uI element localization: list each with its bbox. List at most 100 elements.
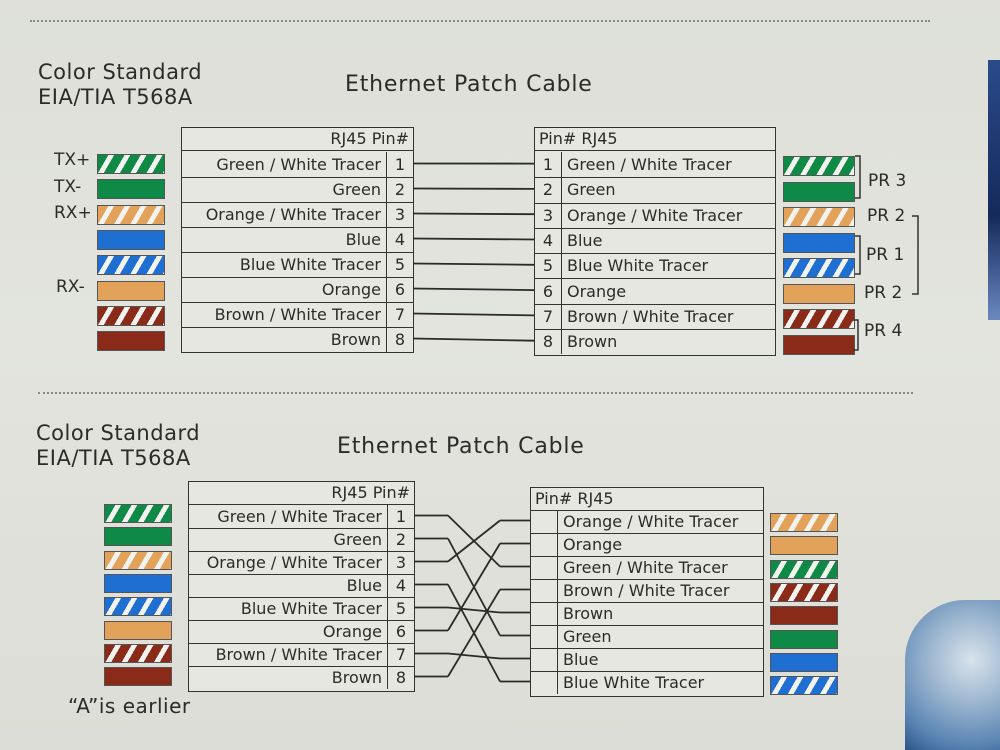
wire-color-name: Orange / White Tracer [206,553,382,572]
pin-number: 3 [386,202,413,227]
pin-number: 3 [387,551,414,574]
straight-wire [412,287,535,291]
wire-swatch-brown-stripe [770,582,838,602]
wire-swatch-blue-stripe [770,676,838,696]
wire-color-name: Blue White Tracer [239,255,381,274]
straight-wire [412,212,535,216]
table-row: Orange [531,533,763,557]
table-row: Brown / White Tracer [531,579,763,603]
straight-wire [412,262,535,266]
wire-swatch-green-stripe [104,504,172,523]
wire-color-name: Blue [345,230,381,249]
pin-number [531,556,558,579]
table-row: Orange / White Tracer [531,510,763,534]
wire-color-name: Orange / White Tracer [205,205,381,224]
wire-color-name: Brown [567,332,618,352]
wire-swatch-brown [97,331,165,352]
pin-number: 4 [535,227,562,254]
pr4-label: PR 4 [864,321,903,341]
pin-number: 8 [387,666,414,689]
right-edge-blue-decoration [988,60,1000,320]
table-row: Green 2 [189,528,414,552]
wire-color-name: Green [332,180,381,199]
wire-swatch-brown [783,334,855,355]
table-row: Orange / White Tracer 3 [189,551,414,575]
wire-swatch-blue [104,573,172,593]
wire-swatch-brown [104,667,172,687]
wire-swatch-brown-stripe [104,643,172,663]
pin-number: 5 [387,597,414,620]
table-row: Green [531,625,763,649]
pin-number: 8 [535,329,562,355]
wire-swatch-blue-stripe [783,258,855,278]
wire-swatch-orange-stripe [97,204,165,225]
wire-color-name: Blue White Tracer [240,599,382,618]
table-row: Blue [531,648,763,672]
s1-right-header: Pin# RJ45 [535,128,775,151]
s1-cable-title: Ethernet Patch Cable [345,72,593,97]
wire-color-name: Blue [563,650,599,669]
wire-swatch-green [104,527,172,547]
wire-swatch-brown [770,606,838,626]
straight-wire [412,312,535,317]
s1-standard-line1: Color Standard [38,60,203,84]
wire-color-name: Brown [331,668,382,687]
table-row: Blue White Tracer [531,671,763,694]
pin-number [531,579,558,602]
wire-color-name: Green [333,530,382,549]
rx-plus-label: RX+ [54,203,92,223]
wire-color-name: Orange / White Tracer [567,205,743,225]
wire-swatch-brown-stripe [783,309,855,329]
s2-right-header-text: Pin# RJ45 [535,489,614,508]
wire-color-name: Green / White Tracer [217,507,382,526]
wire-swatch-orange-stripe [770,513,838,532]
wire-swatch-orange-stripe [104,550,172,570]
wire-swatch-orange [783,283,855,304]
table-row: Orange 6 [189,620,414,644]
straight-wire [412,337,535,342]
wire-swatch-orange-stripe [783,207,855,227]
pin-number: 2 [387,528,414,551]
wire-color-name: Brown / White Tracer [567,306,734,326]
pr2-top-label: PR 2 [867,206,906,226]
pin-number [531,602,558,625]
wire-swatch-brown-stripe [97,305,165,326]
wire-color-name: Orange [322,622,382,641]
s2-standard-line2: EIA/TIA T568A [36,446,191,470]
wire-color-name: Brown [330,330,381,349]
pin-number: 5 [535,253,562,279]
pin-number: 6 [387,620,414,643]
pin-number: 1 [387,505,414,528]
wire-swatch-green-stripe [770,559,838,579]
wire-color-name: Blue [346,576,382,595]
tx-minus-label: TX- [54,177,82,197]
crossover-wire [447,652,501,660]
pin-number [531,533,558,556]
s2-standard-line1: Color Standard [36,421,201,445]
crossover-wire [447,589,501,677]
pr1-label: PR 1 [866,245,905,265]
table-row: Green / White Tracer 1 [189,505,414,529]
pin-number [531,648,558,671]
pr4-bracket [853,319,859,351]
s2-left-header: RJ45 Pin# [189,482,414,505]
wire-color-name: Brown / White Tracer [215,645,382,664]
wire-swatch-blue-stripe [104,597,172,617]
wire-color-name: Orange [563,535,623,554]
pin-number: 7 [386,302,413,327]
pin-number: 2 [535,177,562,203]
s1-right-header-text: Pin# RJ45 [539,129,618,148]
s2-left-header-text: RJ45 Pin# [331,483,410,502]
wire-color-name: Green / White Tracer [563,558,728,577]
footnote-a-is-earlier: “A”is earlier [68,694,191,718]
